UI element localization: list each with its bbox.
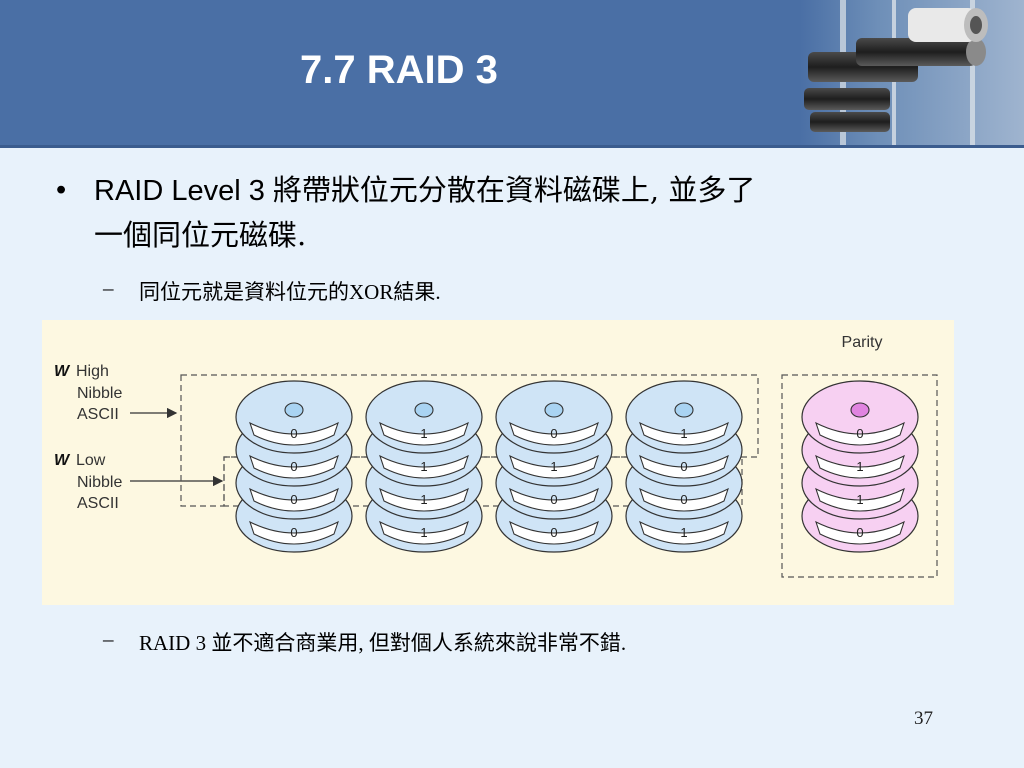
disk-bit-label: 0 (290, 492, 297, 507)
high-w: W (54, 363, 71, 380)
disk-hub (850, 402, 870, 418)
disk-bit-label: 1 (420, 459, 427, 474)
parity-label: Parity (842, 334, 883, 351)
sub-bullet-dash-2: – (103, 627, 114, 651)
parity-group (781, 374, 938, 578)
disk-bit-label: 1 (680, 525, 687, 540)
high-nibble-label: W High Nibble ASCII (54, 363, 122, 423)
sub-bullet-commercial-text: RAID 3 並不適合商業用, 但對個人系統來說非常不錯. (139, 631, 627, 655)
raid3-diagram: Parity W High Nibble ASCII W Low Nibble … (54, 334, 938, 578)
high-line1: High (76, 363, 109, 380)
disk-bit-label: 0 (680, 459, 687, 474)
header-decorative-photo (800, 0, 1024, 147)
low-nibble-label: W Low Nibble ASCII (54, 452, 122, 512)
data-disk-stack-1: 0 0 0 0 (235, 380, 353, 553)
disk-bit-label: 1 (420, 525, 427, 540)
disk-bit-label: 0 (856, 426, 863, 441)
disk-bit-label: 1 (550, 459, 557, 474)
bullet-dot: • (56, 174, 67, 206)
raid3-figure: Parity W High Nibble ASCII W Low Nibble … (42, 320, 954, 605)
sub-bullet-dash: – (103, 276, 114, 300)
main-bullet-cn: 將帶狀位元分散在資料磁碟上, 並多了 (272, 173, 756, 207)
disk-bit-label: 0 (680, 492, 687, 507)
disk-bit-label: 0 (550, 426, 557, 441)
disk-bit-label: 1 (420, 492, 427, 507)
disk-bit-label: 1 (856, 459, 863, 474)
disk-bit-label: 0 (290, 426, 297, 441)
data-disk-stack-3: 0 0 1 0 (495, 380, 613, 553)
low-line3: ASCII (77, 495, 119, 512)
disk-bit-label: 1 (420, 426, 427, 441)
parity-disk-stack: 0 1 1 0 (801, 380, 919, 553)
page-number: 37 (914, 708, 933, 729)
disk-bit-label: 0 (550, 525, 557, 540)
sub-bullet-xor-text: 同位元就是資料位元的XOR結果. (139, 280, 441, 304)
header-rule (0, 145, 1024, 148)
main-bullet-line2: 一個同位元磁碟. (94, 218, 307, 252)
data-disk-stack-2: 1 1 1 1 (365, 380, 483, 553)
main-bullet-text: RAID Level 3 將帶狀位元分散在資料磁碟上, 並多了 一個同位元磁碟. (94, 168, 954, 258)
header-banner: 7.7 RAID 3 (0, 0, 1024, 147)
disk-hub (674, 402, 694, 418)
low-line1: Low (76, 452, 106, 469)
data-disk-stack-4: 1 0 0 1 (625, 380, 743, 553)
slide-title: 7.7 RAID 3 (300, 48, 498, 92)
disk-bit-label: 0 (290, 525, 297, 540)
high-line2: Nibble (77, 385, 122, 402)
disk-bit-label: 1 (856, 492, 863, 507)
low-line2: Nibble (77, 474, 122, 491)
disk-bit-label: 0 (856, 525, 863, 540)
disk-bit-label: 0 (550, 492, 557, 507)
disk-stacks: 0 0 0 0 1 1 1 1 0 0 1 0 1 0 0 1 0 1 1 0 (235, 380, 919, 553)
disk-bit-label: 1 (680, 426, 687, 441)
high-line3: ASCII (77, 406, 119, 423)
disk-hub (414, 402, 434, 418)
main-bullet-latin: RAID Level 3 (94, 175, 273, 207)
disk-hub (544, 402, 564, 418)
low-w: W (54, 452, 71, 469)
disk-bit-label: 0 (290, 459, 297, 474)
disk-hub (284, 402, 304, 418)
